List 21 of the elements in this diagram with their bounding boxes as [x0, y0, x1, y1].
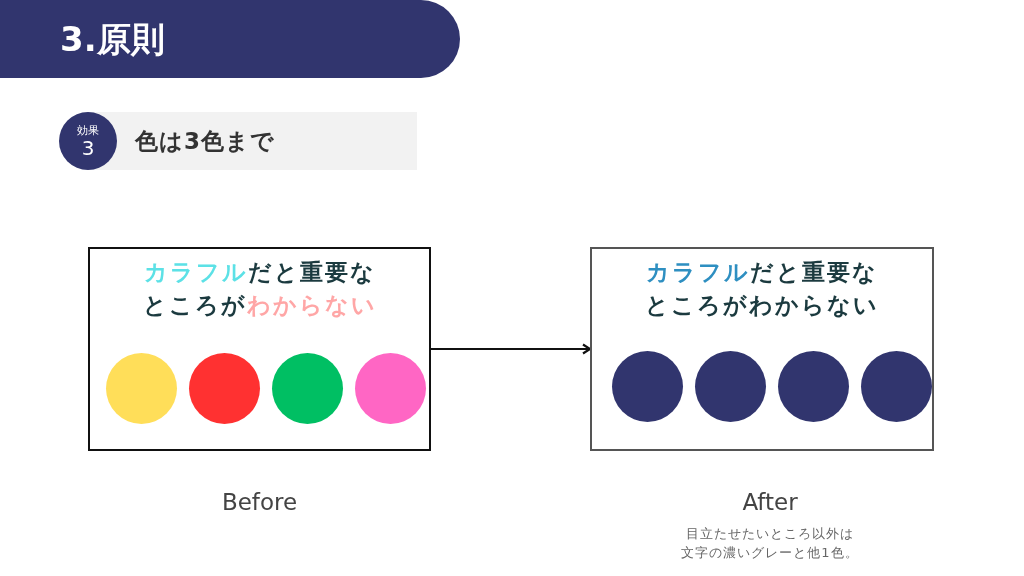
- color-circle: [695, 351, 766, 422]
- caption-text: After: [741, 488, 799, 517]
- arrow: [430, 343, 592, 355]
- label-text: 効果: [77, 124, 99, 137]
- color-circle: [355, 353, 426, 424]
- number-text: 3: [81, 137, 95, 159]
- color-circle: [189, 353, 260, 424]
- message-text: カラフルだと重要なところがわからない: [141, 258, 378, 320]
- color-circle: [106, 353, 177, 424]
- color-circle: [272, 353, 343, 424]
- number-badge: [59, 112, 117, 170]
- caption-text: Before: [220, 488, 299, 517]
- color-circle: [861, 351, 932, 422]
- heading-text: 色は3色まで: [135, 127, 275, 156]
- example-frame: [590, 247, 934, 451]
- note-text: 目立たせたいところ以外は文字の濃いグレーと他1色。: [680, 525, 860, 562]
- message-text: カラフルだと重要なところがわからない: [644, 258, 880, 320]
- color-circle: [612, 351, 683, 422]
- title-text: 3.原則: [60, 18, 165, 61]
- example-frame: [88, 247, 431, 451]
- color-circle: [778, 351, 849, 422]
